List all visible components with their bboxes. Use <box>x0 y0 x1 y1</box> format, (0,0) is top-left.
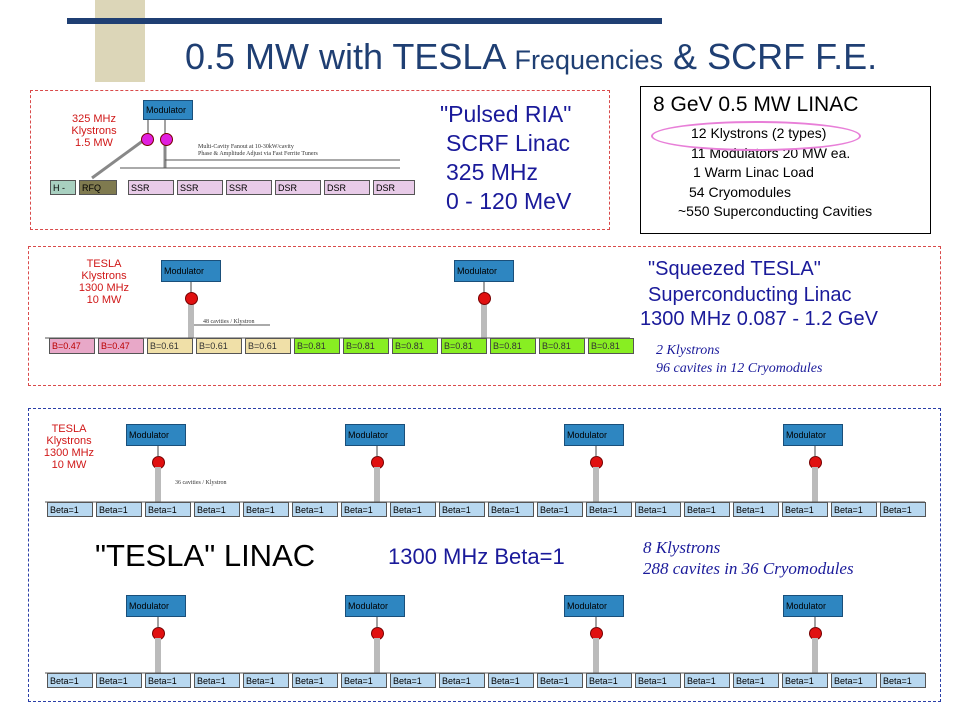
ria-cell-rfq: RFQ <box>79 180 117 195</box>
linac-summary-line: 1 Warm Linac Load <box>693 164 814 180</box>
ria-modulator: Modulator <box>143 100 193 120</box>
squeezed-cavities-note: 48 cavities / Klystron <box>203 319 255 325</box>
squeezed-cell: B=0.81 <box>588 338 634 354</box>
ria-klystron-1 <box>141 133 154 146</box>
ria-klystron-2 <box>160 133 173 146</box>
tesla-modulator: Modulator <box>783 595 843 617</box>
tesla-heading: "TESLA" LINAC <box>95 538 316 573</box>
tesla-modulator: Modulator <box>126 424 186 446</box>
tesla-modulator: Modulator <box>564 424 624 446</box>
squeezed-cell: B=0.81 <box>343 338 389 354</box>
ria-cell-ssr: SSR <box>128 180 174 195</box>
header-accent-bar <box>67 18 662 24</box>
squeezed-freq: 1300 MHz 0.087 - 1.2 GeV <box>640 308 878 330</box>
linac-summary-line: 54 Cryomodules <box>689 184 791 200</box>
squeezed-cell: B=0.61 <box>245 338 291 354</box>
header-accent-line <box>67 0 95 1</box>
linac-summary-title: 8 GeV 0.5 MW LINAC <box>653 93 859 116</box>
tesla-modulator: Modulator <box>345 595 405 617</box>
squeezed-heading: "Squeezed TESLA" Superconducting Linac <box>648 258 852 306</box>
ria-cell-dsr: DSR <box>324 180 370 195</box>
ria-cell-dsr: DSR <box>373 180 415 195</box>
squeezed-klystron <box>478 292 491 305</box>
ria-heading: "Pulsed RIA" SCRF Linac 325 MHz 0 - 120 … <box>440 101 572 214</box>
ria-cell-h: H - <box>50 180 76 195</box>
squeezed-modulator: Modulator <box>161 260 221 282</box>
tesla-modulator: Modulator <box>126 595 186 617</box>
tesla-cavities-note: 36 cavities / Klystron <box>175 480 227 486</box>
ria-cell-ssr: SSR <box>226 180 272 195</box>
ria-cell-dsr: DSR <box>275 180 321 195</box>
page-title: 0.5 MW with TESLA Frequencies & SCRF F.E… <box>185 36 878 77</box>
tesla-modulator: Modulator <box>345 424 405 446</box>
squeezed-note: 2 Klystrons 96 cavites in 12 Cryomodules <box>656 343 823 376</box>
highlight-ellipse <box>651 121 861 151</box>
header-accent-square <box>95 0 145 82</box>
squeezed-section <box>28 246 941 386</box>
tesla-freq: 1300 MHz Beta=1 <box>388 544 565 569</box>
squeezed-cell: B=0.81 <box>392 338 438 354</box>
tesla-note: 8 Klystrons 288 cavites in 36 Cryomodule… <box>643 538 854 578</box>
linac-summary-box: 8 GeV 0.5 MW LINAC 12 Klystrons (2 types… <box>640 86 931 234</box>
linac-summary-line: ~550 Superconducting Cavities <box>678 203 873 219</box>
squeezed-cell: B=0.81 <box>441 338 487 354</box>
squeezed-cell: B=0.81 <box>294 338 340 354</box>
tesla-modulator: Modulator <box>783 424 843 446</box>
squeezed-cell: B=0.81 <box>490 338 536 354</box>
squeezed-cell: B=0.61 <box>196 338 242 354</box>
squeezed-cell: B=0.47 <box>49 338 95 354</box>
ria-cell-ssr: SSR <box>177 180 223 195</box>
ria-section <box>30 90 610 230</box>
squeezed-klystron <box>185 292 198 305</box>
tesla-section <box>28 408 941 702</box>
tesla-modulator: Modulator <box>564 595 624 617</box>
squeezed-cell: B=0.81 <box>539 338 585 354</box>
squeezed-cell: B=0.61 <box>147 338 193 354</box>
squeezed-cell: B=0.47 <box>98 338 144 354</box>
squeezed-modulator: Modulator <box>454 260 514 282</box>
